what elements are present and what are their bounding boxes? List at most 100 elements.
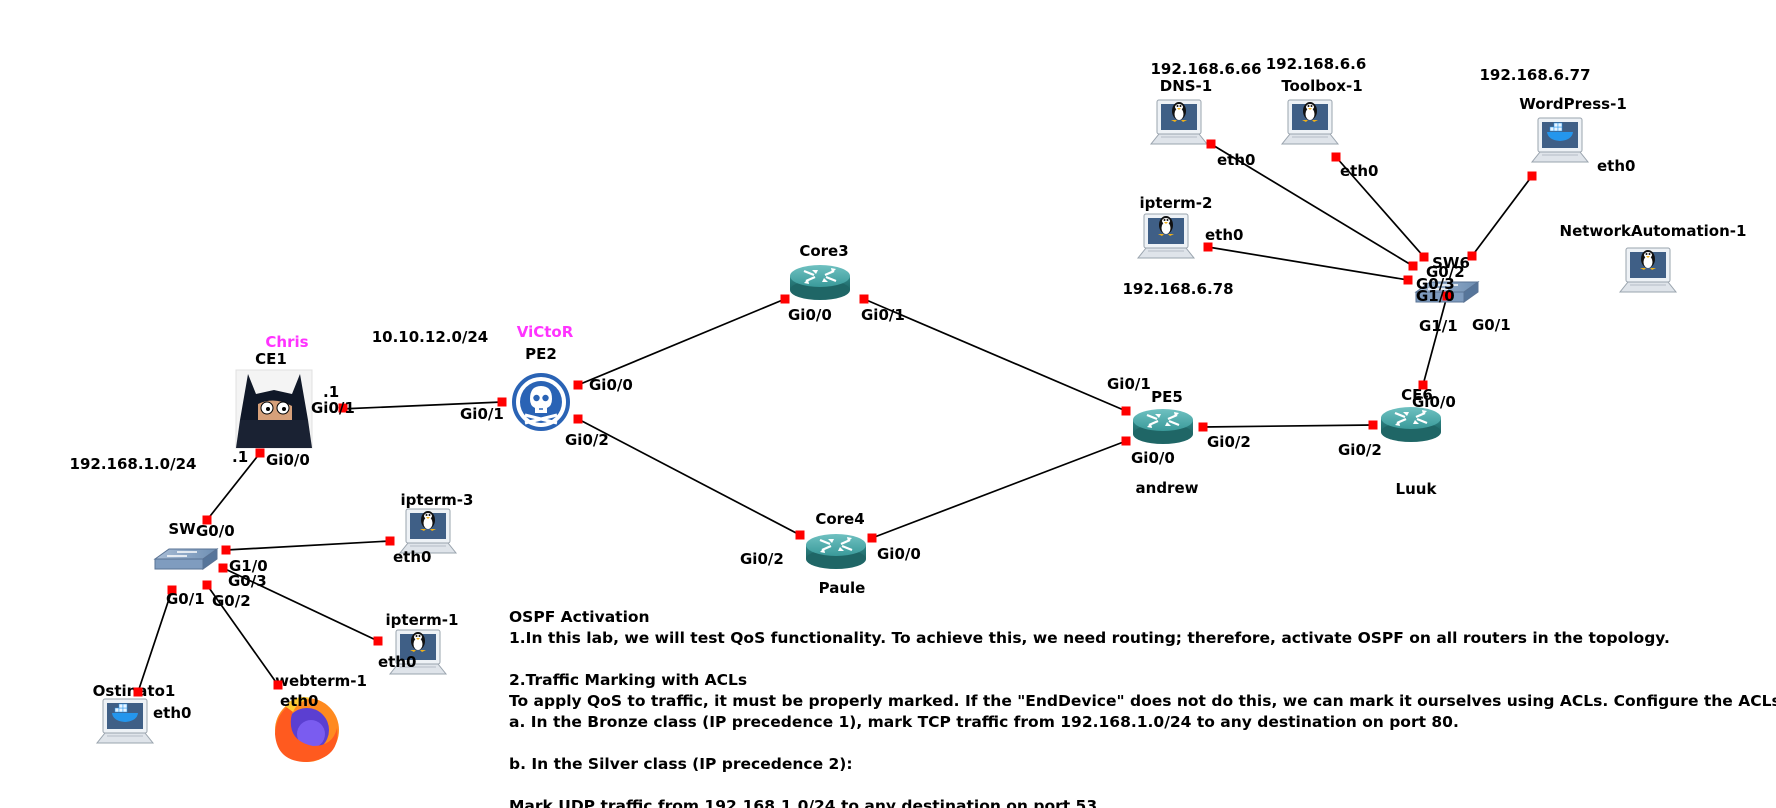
subnet-core-link: 10.10.12.0/24 (372, 328, 489, 346)
ifc-sw6-g01: G0/1 (1472, 316, 1511, 334)
note-title: OSPF Activation (509, 608, 650, 626)
node-ce6[interactable] (1379, 405, 1443, 444)
ifc-core3-gi01: Gi0/1 (861, 306, 905, 324)
ifc-sw-g02: G0/2 (212, 592, 251, 610)
node-pe5[interactable] (1131, 407, 1195, 446)
label-pe5: PE5 (1151, 388, 1183, 406)
ifc-pe2-gi01: Gi0/1 (460, 405, 504, 423)
node-webterm1[interactable] (275, 697, 339, 762)
note-line: a. In the Bronze class (IP precedence 1)… (509, 713, 1459, 731)
ifc-ostinato-eth0: eth0 (153, 704, 191, 722)
link-ce1-sw[interactable] (206, 452, 261, 521)
ifc-pe5-gi00: Gi0/0 (1131, 449, 1175, 467)
user-paule: Paule (819, 579, 866, 597)
node-ostinato[interactable] (96, 698, 154, 744)
user-victor: ViCtoR (517, 323, 574, 341)
link-core3-pe5[interactable] (863, 298, 1127, 412)
label-ce6: CE6 (1401, 386, 1433, 404)
label-wordpress1: WordPress-1 (1519, 95, 1627, 113)
label-core4: Core4 (815, 510, 864, 528)
link-sw6-ipterm2[interactable] (1207, 246, 1409, 281)
link-sw-ostinato[interactable] (137, 589, 173, 693)
link-core4-pe5[interactable] (871, 440, 1127, 539)
ifc-ce1-gi00: Gi0/0 (266, 451, 310, 469)
link-ce1-pe2[interactable] (339, 401, 503, 410)
links (137, 143, 1533, 693)
link-pe5-ce6[interactable] (1202, 424, 1374, 428)
ifc-sw-g01: G0/1 (166, 590, 205, 608)
ifc-wordpress1-eth0: eth0 (1597, 157, 1635, 175)
ifc-ce1-gi01: Gi0/1 (311, 399, 355, 417)
link-sw-ipterm1[interactable] (222, 567, 379, 642)
link-sw6-wordpress1[interactable] (1471, 175, 1533, 257)
ifc-sw-g03: G0/3 (228, 572, 267, 590)
link-ce6-sw6[interactable] (1422, 295, 1448, 386)
ip-dns1: 192.168.6.66 (1150, 60, 1261, 78)
ifc-ipterm1-eth0: eth0 (378, 653, 416, 671)
firefox-icon (275, 697, 339, 762)
ifc-webterm1-eth0: eth0 (280, 692, 318, 710)
node-sw-left[interactable] (154, 548, 218, 570)
node-wordpress1[interactable] (1531, 117, 1589, 163)
ip-toolbox1: 192.168.6.6 (1266, 55, 1367, 73)
label-pe2: PE2 (525, 345, 557, 363)
ifc-ipterm3-eth0: eth0 (393, 548, 431, 566)
node-netauto[interactable] (1619, 247, 1677, 293)
link-sw-ipterm3[interactable] (225, 540, 391, 551)
link-pe2-core4[interactable] (577, 418, 801, 536)
note-line: b. In the Silver class (IP precedence 2)… (509, 755, 853, 773)
ifc-sw6-g11: G1/1 (1419, 317, 1458, 335)
link-sw-webterm1[interactable] (206, 584, 279, 686)
ifc-sw-g10: G1/0 (229, 557, 268, 575)
node-pe2[interactable] (512, 373, 570, 431)
ifc-dns1-eth0: eth0 (1217, 151, 1255, 169)
batman-icon (236, 374, 312, 448)
ifc-sw6-g10: G1/0 (1416, 287, 1455, 305)
link-sw6-dns1[interactable] (1210, 143, 1414, 267)
user-luuk: Luuk (1396, 480, 1438, 498)
ifc-ce1-dot1b: .1 (232, 448, 248, 466)
node-ce1[interactable] (235, 369, 313, 449)
label-sw-left: SW (168, 520, 196, 538)
ifc-ce6-gi02: Gi0/2 (1338, 441, 1382, 459)
link-pe2-core3[interactable] (577, 298, 786, 386)
subnet-lan: 192.168.1.0/24 (70, 455, 197, 473)
label-ipterm2: ipterm-2 (1140, 194, 1213, 212)
ifc-pe2-gi00: Gi0/0 (589, 376, 633, 394)
node-core4[interactable] (804, 532, 868, 571)
label-core3: Core3 (799, 242, 848, 260)
label-dns1: DNS-1 (1160, 77, 1212, 95)
label-webterm1: webterm-1 (275, 672, 367, 690)
ifc-sw6-g02: G0/2 (1426, 263, 1465, 281)
label-ipterm1: ipterm-1 (386, 611, 459, 629)
ip-wordpress1: 192.168.6.77 (1479, 66, 1590, 84)
node-ipterm3[interactable] (399, 508, 457, 554)
note-line: 2.Traffic Marking with ACLs (509, 671, 748, 689)
label-toolbox1: Toolbox-1 (1281, 77, 1362, 95)
label-ce1: CE1 (255, 350, 287, 368)
node-ipterm2[interactable] (1137, 213, 1195, 259)
ifc-sw-g00: G0/0 (196, 522, 235, 540)
note-line: 1.In this lab, we will test QoS function… (509, 629, 1670, 647)
label-sw6: SW6 (1432, 254, 1470, 272)
skull-icon (524, 386, 558, 425)
node-dns1[interactable] (1150, 99, 1208, 145)
node-toolbox1[interactable] (1281, 99, 1339, 145)
label-ipterm3: ipterm-3 (401, 491, 474, 509)
user-andrew: andrew (1136, 479, 1199, 497)
ifc-pe5-gi02: Gi0/2 (1207, 433, 1251, 451)
note-line: To apply QoS to traffic, it must be prop… (509, 692, 1776, 710)
label-netauto: NetworkAutomation-1 (1560, 222, 1747, 240)
note-line: Mark UDP traffic from 192.168.1.0/24 to … (509, 797, 1104, 808)
user-chris: Chris (265, 333, 308, 351)
link-sw6-toolbox1[interactable] (1335, 156, 1425, 258)
note-spacer (509, 649, 1776, 670)
ifc-ce6-gi00: Gi0/0 (1412, 393, 1456, 411)
ifc-ipterm2-eth0: eth0 (1205, 226, 1243, 244)
node-core3[interactable] (788, 263, 852, 302)
lab-instructions: OSPF Activation 1.In this lab, we will t… (509, 607, 1776, 808)
ifc-core4-gi02: Gi0/2 (740, 550, 784, 568)
ifc-pe2-gi02: Gi0/2 (565, 431, 609, 449)
note-spacer (509, 775, 1776, 796)
